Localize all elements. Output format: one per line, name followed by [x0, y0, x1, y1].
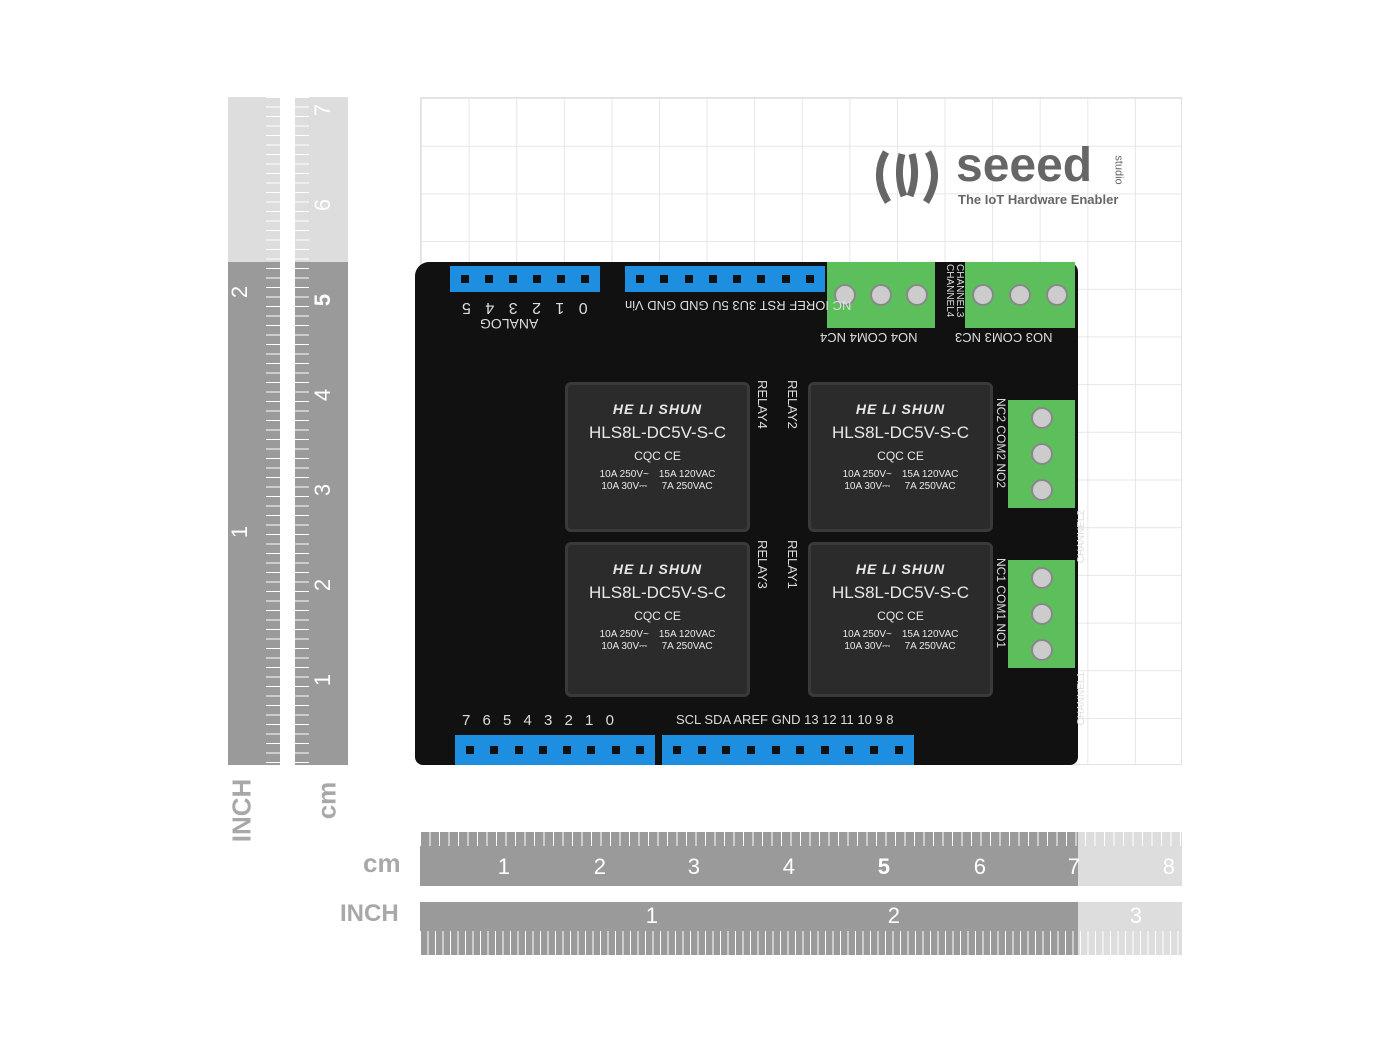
relay-model: HLS8L-DC5V-S-C — [832, 423, 969, 442]
spec: 10A 30V⎓ — [844, 481, 891, 492]
analog-pins-label: 0 1 2 3 4 5 — [462, 299, 588, 316]
relay-3: HE LI SHUN HLS8L-DC5V-S-C CQC CE 10A 250… — [565, 542, 750, 697]
power-pins-label: NC IOREF RST 3U3 5U GND GND Vin — [625, 298, 852, 313]
ruler-label: 2 — [593, 854, 606, 879]
relay-model: HLS8L-DC5V-S-C — [589, 423, 726, 442]
vertical-cm-unit: cm — [311, 781, 342, 820]
relay-brand: HE LI SHUN — [612, 561, 703, 577]
ruler-label: 7 — [310, 103, 336, 117]
digital-header-high — [662, 735, 914, 765]
channel3-label: CHANNEL3 — [954, 264, 965, 318]
ruler-label: 1 — [645, 903, 658, 928]
spec: 15A 120VAC — [658, 629, 716, 640]
relay4-label: RELAY4 — [755, 380, 770, 429]
relay-4: HE LI SHUN HLS8L-DC5V-S-C CQC CE 10A 250… — [565, 382, 750, 532]
term-right-2-label: NC2 COM2 NO2 — [994, 398, 1008, 489]
relay-marks: CQC CE — [634, 449, 681, 463]
spec: 15A 120VAC — [901, 469, 959, 480]
relay2-label: RELAY2 — [785, 380, 800, 429]
ruler-label: 1 — [497, 854, 510, 879]
spec: 10A 30V⎓ — [601, 481, 648, 492]
terminal-block-channel2 — [1008, 400, 1075, 508]
spec: 10A 250V~ — [842, 629, 892, 640]
vertical-inch-unit: INCH — [226, 778, 257, 843]
terminal-block-channel3 — [965, 262, 1075, 328]
cm-unit: cm — [363, 848, 401, 878]
ruler-label: 7 — [1067, 854, 1080, 879]
ruler-label: 3 — [1129, 903, 1142, 928]
relay-marks: CQC CE — [634, 609, 681, 623]
channel2-label: CHANNEL2 — [1076, 510, 1087, 564]
spec: 7A 250VAC — [904, 641, 956, 652]
terminal-block-channel1 — [1008, 560, 1075, 668]
ruler-label: 6 — [973, 854, 986, 879]
inch-unit: INCH — [340, 900, 399, 927]
logo-sub: studio — [1112, 155, 1125, 185]
spec: 10A 30V⎓ — [601, 641, 648, 652]
relay1-label: RELAY1 — [785, 540, 800, 589]
relay-brand: HE LI SHUN — [855, 401, 946, 417]
spec: 10A 250V~ — [599, 629, 649, 640]
ruler-label: 5 — [310, 293, 336, 307]
ruler-label: 3 — [310, 483, 336, 497]
relay-brand: HE LI SHUN — [855, 561, 946, 577]
term-top-right-label: NO3 COM3 NC3 — [955, 330, 1053, 345]
ruler-label: 1 — [227, 525, 253, 539]
relay3-label: RELAY3 — [755, 540, 770, 589]
digital-header-low — [455, 735, 655, 765]
ruler-label: 8 — [1162, 854, 1175, 879]
terminal-block-channel4 — [827, 262, 935, 328]
spec: 7A 250VAC — [904, 481, 956, 492]
ruler-label: 1 — [310, 673, 336, 687]
relay-marks: CQC CE — [877, 449, 924, 463]
relay-brand: HE LI SHUN — [612, 401, 703, 417]
analog-header — [450, 266, 600, 292]
spec: 15A 120VAC — [901, 629, 959, 640]
ruler-label: 4 — [310, 388, 336, 402]
spec: 15A 120VAC — [658, 469, 716, 480]
ruler-label: 2 — [310, 578, 336, 592]
spec: 7A 250VAC — [661, 481, 713, 492]
vertical-inch-ruler: 1 2 — [227, 97, 280, 765]
analog-label: ANALOG — [480, 316, 539, 332]
logo-tagline: The IoT Hardware Enabler — [958, 192, 1119, 207]
relay-1: HE LI SHUN HLS8L-DC5V-S-C CQC CE 10A 250… — [808, 542, 993, 697]
power-header — [625, 266, 825, 292]
horizontal-cm-ruler: 1 2 3 4 5 6 7 8 — [420, 832, 1182, 886]
ruler-label: 6 — [310, 198, 336, 212]
seeed-logo: seeed studio The IoT Hardware Enabler — [872, 139, 1142, 211]
relay-model: HLS8L-DC5V-S-C — [589, 583, 726, 602]
term-top-left-label: NO4 COM4 NC4 — [820, 330, 918, 345]
channel1-label: CHANNEL1 — [1076, 672, 1087, 726]
ruler-label: 2 — [887, 903, 900, 928]
vertical-cm-ruler: 1 2 3 4 5 6 7 — [295, 97, 348, 765]
relay-model: HLS8L-DC5V-S-C — [832, 583, 969, 602]
ruler-label: 5 — [877, 854, 890, 879]
spec: 10A 30V⎓ — [844, 641, 891, 652]
digital-low-label: 7 6 5 4 3 2 1 0 — [462, 712, 614, 729]
ruler-label: 3 — [687, 854, 700, 879]
spec: 7A 250VAC — [661, 641, 713, 652]
horizontal-inch-ruler: 1 2 3 — [420, 902, 1182, 955]
term-right-1-label: NC1 COM1 NO1 — [994, 558, 1008, 649]
relay-marks: CQC CE — [877, 609, 924, 623]
logo-brand: seeed — [956, 139, 1093, 192]
seeed-petal-icon — [876, 150, 938, 204]
spec: 10A 250V~ — [842, 469, 892, 480]
ruler-label: 4 — [782, 854, 795, 879]
digital-high-label: SCL SDA AREF GND 13 12 11 10 9 8 — [676, 712, 894, 727]
spec: 10A 250V~ — [599, 469, 649, 480]
relay-2: HE LI SHUN HLS8L-DC5V-S-C CQC CE 10A 250… — [808, 382, 993, 532]
ruler-label: 2 — [227, 285, 253, 299]
